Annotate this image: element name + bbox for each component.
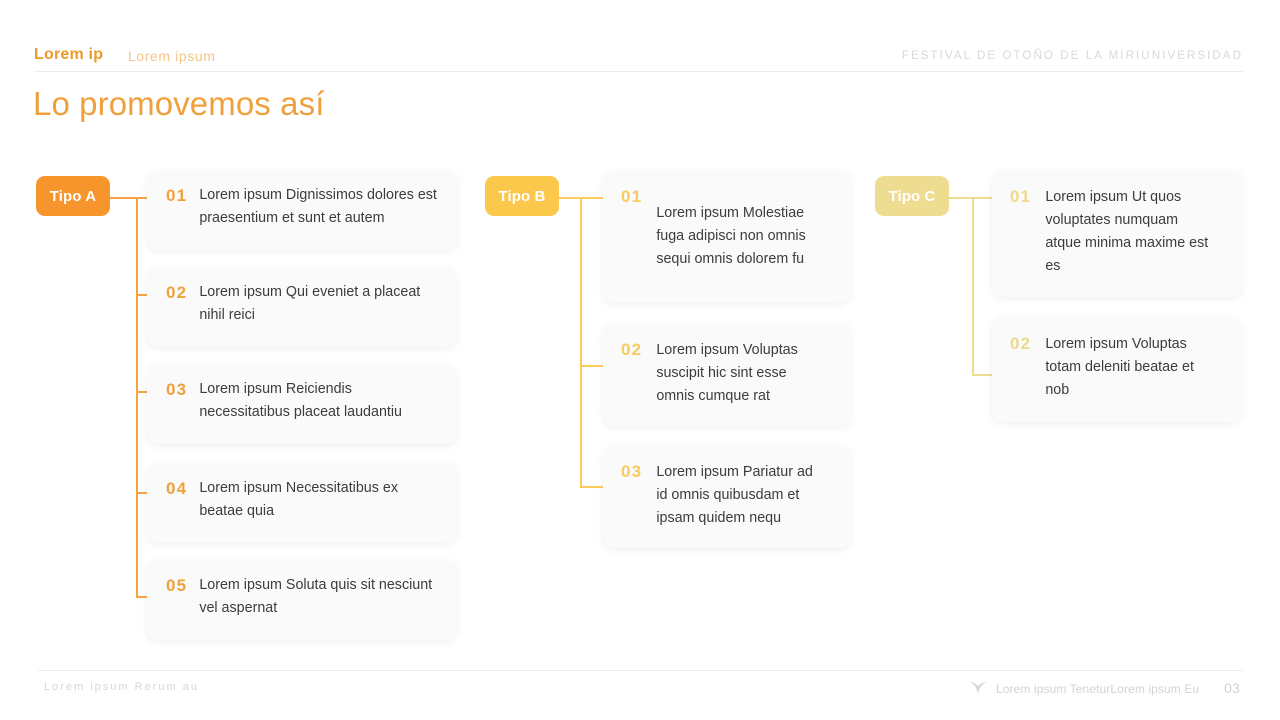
- connector-a-spine: [136, 197, 138, 597]
- item-text: Lorem ipsum Dignissimos dolores est prae…: [199, 187, 437, 226]
- list-item[interactable]: 02 Lorem ipsum Qui eveniet a placeat nih…: [147, 267, 457, 347]
- list-item[interactable]: 02 Lorem ipsum Voluptas totam deleniti b…: [992, 317, 1242, 422]
- brand-name-bold: Lorem ip: [34, 46, 104, 63]
- item-number: 01: [1010, 187, 1032, 206]
- item-text: Lorem ipsum Reiciendis necessitatibus pl…: [199, 381, 402, 420]
- card-list-tipo-b: 01 Lorem ipsum Molestiae fuga adipisci n…: [603, 170, 851, 548]
- connector-b-branch-1: [580, 197, 610, 199]
- footer-divider: [38, 670, 1243, 671]
- item-number: 01: [166, 186, 188, 205]
- footer-left-label: Lorem ipsum Rerum au: [44, 681, 199, 693]
- connector-c-branch-2: [972, 374, 999, 376]
- item-number: 03: [166, 380, 188, 399]
- badge-tipo-a[interactable]: Tipo A: [36, 176, 110, 216]
- item-text: Lorem ipsum Pariatur ad id omnis quibusd…: [656, 464, 813, 526]
- badge-tipo-c[interactable]: Tipo C: [875, 176, 949, 216]
- list-item[interactable]: 01 Lorem ipsum Ut quos voluptates numqua…: [992, 170, 1242, 297]
- item-text: Lorem ipsum Soluta quis sit nesciunt vel…: [199, 577, 433, 616]
- item-number: 04: [166, 479, 188, 498]
- connector-b-branch-3: [580, 486, 610, 488]
- connector-b-branch-2: [580, 365, 610, 367]
- footer-right-label: Lorem ipsum TeneturLorem ipsum Eu: [996, 682, 1200, 696]
- header-divider: [34, 71, 1243, 72]
- event-name-label: FESTIVAL DE OTOÑO DE LA MIRIUNIVERSIDAD: [901, 50, 1243, 62]
- connector-c-branch-1: [972, 197, 999, 199]
- item-text: Lorem ipsum Necessitatibus ex beatae qui…: [199, 480, 398, 519]
- list-item[interactable]: 02 Lorem ipsum Voluptas suscipit hic sin…: [603, 323, 851, 426]
- item-text: Lorem ipsum Voluptas suscipit hic sint e…: [656, 342, 798, 404]
- list-item[interactable]: 05 Lorem ipsum Soluta quis sit nesciunt …: [147, 560, 457, 640]
- page-title: Lo promovemos así: [33, 85, 325, 122]
- item-number: 01: [621, 187, 643, 206]
- page-number: 03: [1224, 680, 1241, 696]
- item-text: Lorem ipsum Molestiae fuga adipisci non …: [656, 205, 806, 267]
- item-number: 02: [1010, 334, 1032, 353]
- bird-mark-icon: [969, 681, 987, 695]
- list-item[interactable]: 01 Lorem ipsum Dignissimos dolores est p…: [147, 170, 457, 250]
- card-list-tipo-a: 01 Lorem ipsum Dignissimos dolores est p…: [147, 170, 457, 641]
- card-list-tipo-c: 01 Lorem ipsum Ut quos voluptates numqua…: [992, 170, 1242, 422]
- list-item[interactable]: 03 Lorem ipsum Pariatur ad id omnis quib…: [603, 445, 851, 548]
- item-number: 02: [621, 340, 643, 359]
- item-text: Lorem ipsum Ut quos voluptates numquam a…: [1045, 189, 1209, 274]
- item-number: 05: [166, 576, 188, 595]
- item-text: Lorem ipsum Voluptas totam deleniti beat…: [1045, 336, 1194, 398]
- badge-tipo-b[interactable]: Tipo B: [485, 176, 559, 216]
- connector-c-spine: [972, 197, 974, 375]
- list-item[interactable]: 03 Lorem ipsum Reiciendis necessitatibus…: [147, 364, 457, 444]
- slide-header: Lorem ip Lorem ipsum FESTIVAL DE OTOÑO D…: [0, 0, 1280, 72]
- list-item[interactable]: 04 Lorem ipsum Necessitatibus ex beatae …: [147, 463, 457, 543]
- item-number: 02: [166, 283, 188, 302]
- item-text: Lorem ipsum Qui eveniet a placeat nihil …: [199, 284, 421, 323]
- item-number: 03: [621, 462, 643, 481]
- brand-name-light: Lorem ipsum: [128, 48, 216, 64]
- list-item[interactable]: 01 Lorem ipsum Molestiae fuga adipisci n…: [603, 170, 851, 303]
- connector-b-spine: [580, 197, 582, 487]
